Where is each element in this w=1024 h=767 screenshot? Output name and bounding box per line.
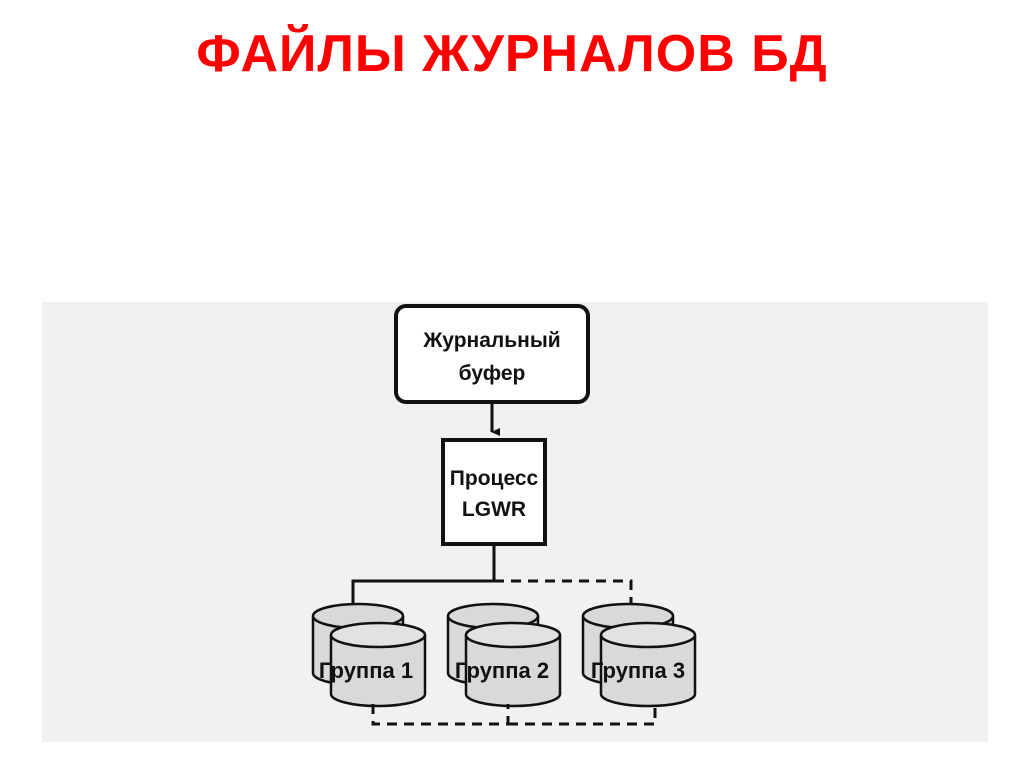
lgwr-label-line1: Процесс [450, 467, 539, 490]
group-1-label: Группа 1 [319, 658, 413, 683]
group-2-label: Группа 2 [455, 658, 549, 683]
link-group2-to-group3 [508, 704, 657, 726]
lgwr-label-line2: LGWR [462, 498, 526, 521]
log-buffer-label-line2: буфер [459, 362, 526, 385]
link-group1-to-group2 [371, 704, 510, 726]
lgwr-process-node: Процесс LGWR [441, 438, 547, 546]
disk-group-1: Группа 1 [311, 602, 427, 708]
log-buffer-label-line1: Журнальный [422, 329, 560, 352]
disk-group-2: Группа 2 [446, 602, 562, 708]
disk-group-3: Группа 3 [581, 602, 697, 708]
group-3-label: Группа 3 [591, 658, 685, 683]
group-chain-dashed [371, 704, 657, 726]
slide-title: ФАЙЛЫ ЖУРНАЛОВ БД [196, 25, 828, 83]
log-buffer-node: Журнальный буфер [394, 304, 590, 404]
